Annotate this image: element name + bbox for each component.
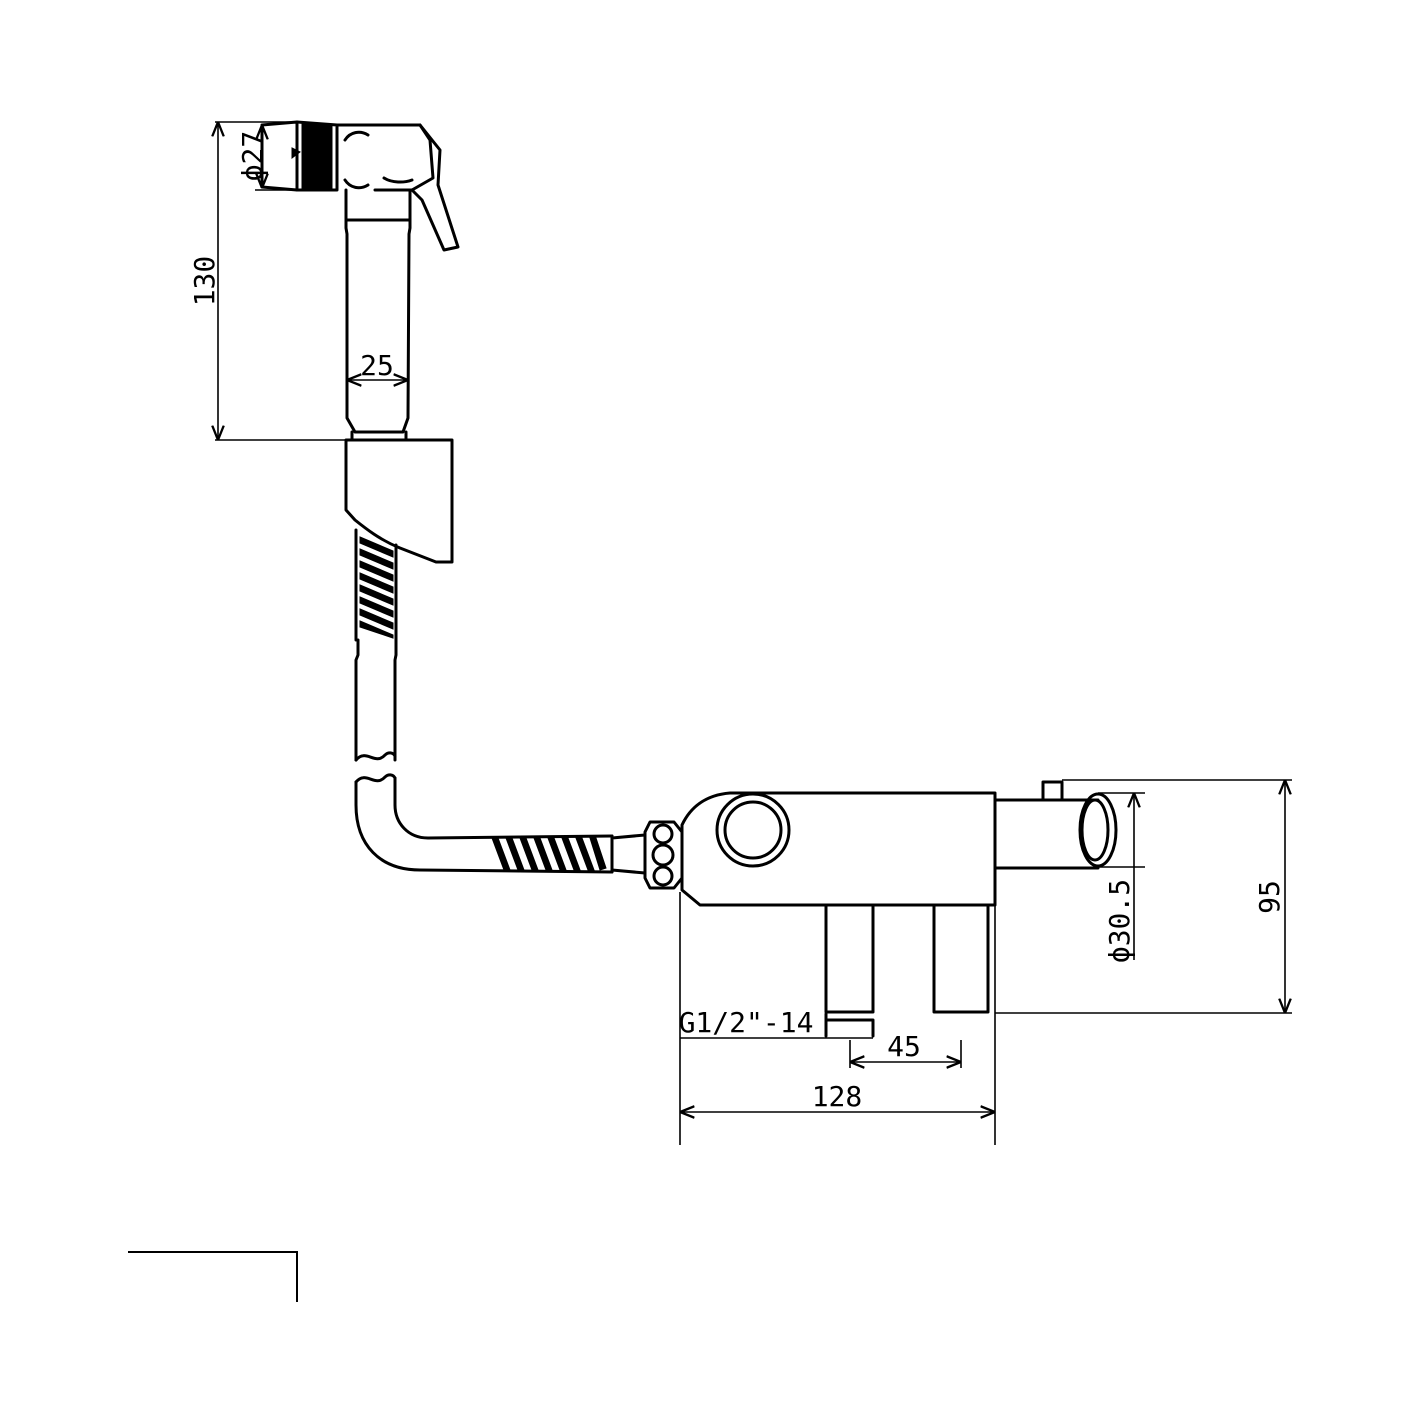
outlet-arm <box>993 798 1100 870</box>
hose <box>354 528 684 890</box>
label-sprayer-diameter: ϕ27 <box>236 131 269 182</box>
label-valve-width: 128 <box>812 1080 863 1113</box>
hex-nut <box>643 820 684 890</box>
valve-knob-inner <box>723 800 783 860</box>
dimension-labels: ϕ27 130 25 G1/2"-14 45 128 ϕ30.5 95 <box>188 131 1286 1113</box>
label-sprayer-height: 130 <box>188 256 221 307</box>
label-valve-thread: G1/2"-14 <box>679 1006 814 1039</box>
valve-knob-outer <box>715 792 791 868</box>
holder-body <box>344 438 454 564</box>
outlet-ring-inner <box>1080 798 1110 862</box>
hose-break-upper <box>354 751 397 762</box>
inlet-pipe-left <box>824 903 875 1014</box>
valve-body <box>680 780 1118 1038</box>
label-outlet-spacing: 45 <box>887 1030 921 1063</box>
sprayer-body <box>335 123 435 192</box>
hose-ferrule <box>610 833 647 875</box>
hose-break-lower <box>354 773 397 784</box>
sprayer-trigger <box>410 123 460 252</box>
sprayer-neck <box>344 188 412 222</box>
nut-face-top <box>652 823 674 845</box>
hand-sprayer <box>260 120 460 442</box>
inlet-thread <box>824 1012 875 1038</box>
hose-upper-sleeve <box>354 528 398 642</box>
label-handle-width: 25 <box>360 349 394 382</box>
valve-housing <box>680 791 997 907</box>
hose-upper <box>354 638 398 762</box>
trigger-pivot <box>382 176 414 184</box>
nut-face-bottom <box>652 865 674 887</box>
sprayer-body-detail <box>343 130 370 190</box>
inlet-pipe-right <box>932 903 990 1014</box>
hose-lower-spiral <box>491 837 607 871</box>
outlet-stub <box>1041 780 1064 802</box>
outlet-ring-outer <box>1078 792 1118 868</box>
nut-face-middle <box>651 843 675 867</box>
nozzle-mark <box>291 147 301 159</box>
dimension-lines <box>215 121 1292 1145</box>
sprayer-holder <box>344 438 454 564</box>
hose-upper-spiral <box>359 536 394 639</box>
label-valve-height: 95 <box>1253 880 1286 914</box>
sprayer-handle <box>344 218 412 434</box>
label-outlet-diameter: ϕ30.5 <box>1103 879 1136 963</box>
frame-corner <box>128 1251 298 1302</box>
hose-lower <box>354 776 614 874</box>
nozzle-ring-grooves <box>308 122 328 191</box>
